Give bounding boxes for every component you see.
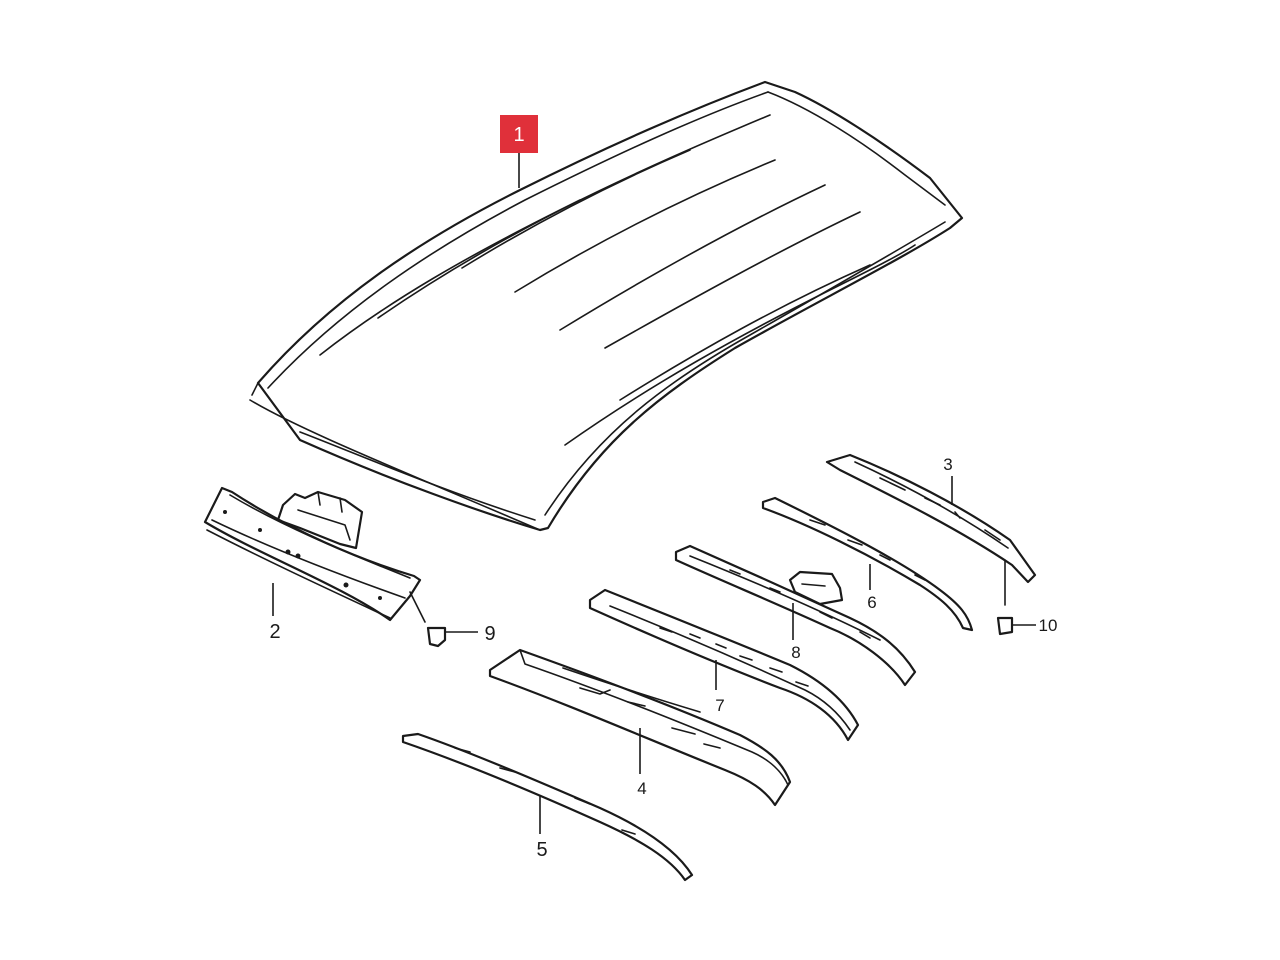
- callout-10-label: 10: [1039, 616, 1058, 635]
- callout-8-label: 8: [791, 643, 800, 662]
- callout-6-label: 6: [867, 593, 876, 612]
- callout-5-label: 5: [536, 839, 547, 861]
- callout-4-label: 4: [637, 779, 646, 798]
- clip-9[interactable]: [409, 591, 447, 648]
- roof-bow-8[interactable]: [674, 544, 917, 687]
- clip-10[interactable]: [996, 616, 1014, 636]
- roof-brace-4[interactable]: [488, 648, 792, 807]
- callout-7-label: 7: [715, 696, 724, 715]
- callout-9-label: 9: [484, 623, 495, 645]
- roof-bow-6[interactable]: [761, 496, 974, 632]
- roof-panel[interactable]: [249, 80, 964, 532]
- callout-1-label: 1: [513, 124, 524, 146]
- callout-3-label: 3: [943, 455, 952, 474]
- roof-bow-5[interactable]: [401, 732, 694, 882]
- callout-2-label: 2: [269, 621, 280, 643]
- rear-upper-rail[interactable]: [825, 453, 1037, 606]
- callout-1-badge[interactable]: 1: [500, 115, 538, 153]
- roof-bow-7[interactable]: [588, 588, 860, 742]
- front-header-panel[interactable]: [203, 486, 422, 622]
